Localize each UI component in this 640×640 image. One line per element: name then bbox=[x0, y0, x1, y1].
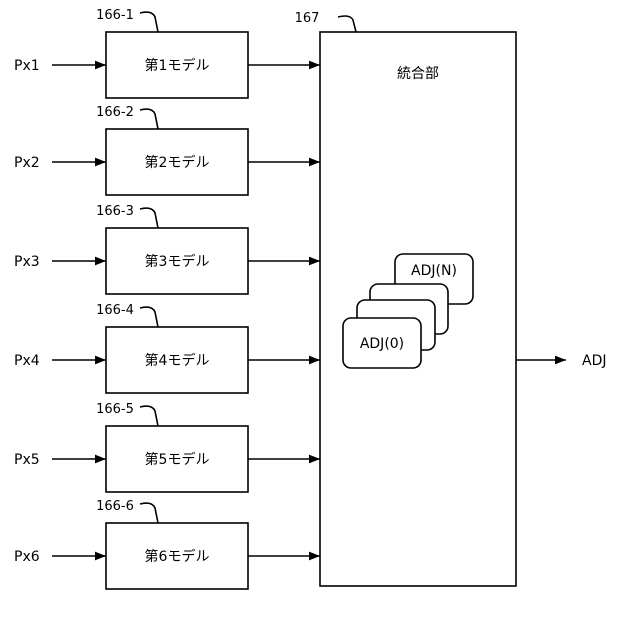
model-label: 第1モデル bbox=[145, 57, 210, 74]
adj-card-0-label: ADJ(0) bbox=[360, 336, 404, 352]
model-label: 第4モデル bbox=[145, 352, 210, 369]
model-ref: 166-6 bbox=[96, 499, 134, 514]
adj-card-n-label: ADJ(N) bbox=[411, 263, 457, 279]
model-label: 第5モデル bbox=[145, 451, 210, 468]
model-ref-leader bbox=[140, 208, 158, 228]
model-row: Px1 第1モデル 166-1 bbox=[14, 8, 320, 98]
model-ref-leader bbox=[140, 109, 158, 129]
model-label: 第3モデル bbox=[145, 253, 210, 270]
input-label: Px4 bbox=[14, 353, 40, 369]
model-row: Px6 第6モデル 166-6 bbox=[14, 499, 320, 589]
model-ref-leader bbox=[140, 307, 158, 327]
input-label: Px3 bbox=[14, 254, 40, 270]
output-label: ADJ bbox=[582, 353, 607, 369]
model-ref-leader bbox=[140, 406, 158, 426]
model-label: 第6モデル bbox=[145, 548, 210, 565]
model-rows: Px1第1モデル166-1Px2第2モデル166-2Px3第3モデル166-3P… bbox=[14, 8, 320, 589]
model-ref-leader bbox=[140, 12, 158, 32]
model-row: Px5 第5モデル 166-5 bbox=[14, 402, 320, 492]
model-ref: 166-3 bbox=[96, 204, 134, 219]
model-label: 第2モデル bbox=[145, 154, 210, 171]
model-row: Px4 第4モデル 166-4 bbox=[14, 303, 320, 393]
input-label: Px2 bbox=[14, 155, 40, 171]
input-label: Px5 bbox=[14, 452, 40, 468]
model-ref: 166-1 bbox=[96, 8, 134, 23]
model-ref-leader bbox=[140, 503, 158, 523]
input-label: Px6 bbox=[14, 549, 40, 565]
integration-ref-leader bbox=[338, 16, 356, 32]
model-ref: 166-2 bbox=[96, 105, 134, 120]
input-label: Px1 bbox=[14, 58, 40, 74]
model-row: Px2 第2モデル 166-2 bbox=[14, 105, 320, 195]
model-ref: 166-4 bbox=[96, 303, 134, 318]
model-ref: 166-5 bbox=[96, 402, 134, 417]
integration-ref: 167 bbox=[295, 11, 320, 26]
model-row: Px3 第3モデル 166-3 bbox=[14, 204, 320, 294]
integration-title: 統合部 bbox=[397, 66, 439, 82]
integration-unit: 167 統合部 ADJ(N) ADJ(0) bbox=[295, 11, 516, 586]
